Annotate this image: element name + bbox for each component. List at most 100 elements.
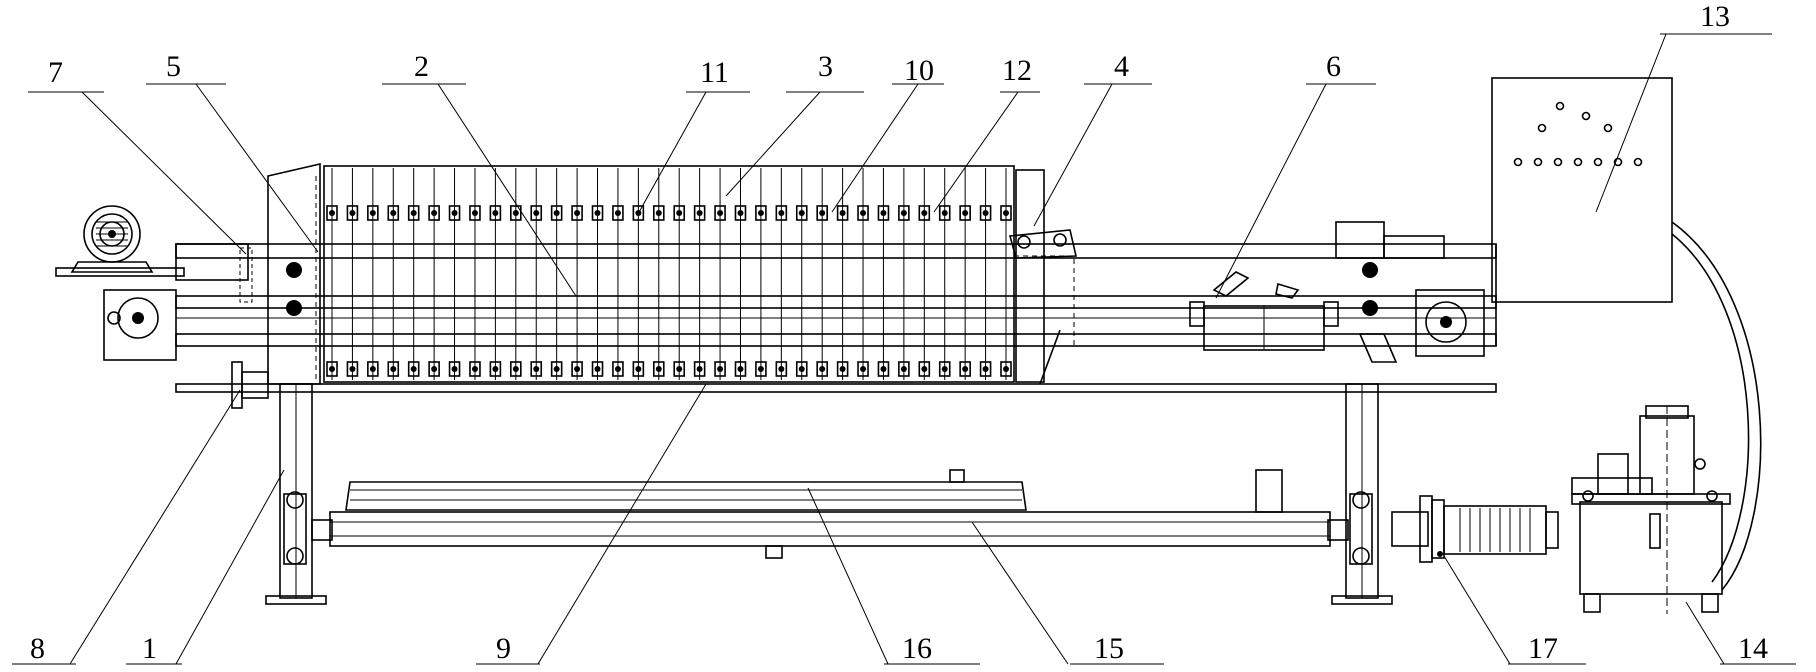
upper-plate-knob <box>614 210 621 216</box>
lower-plate-knob <box>655 366 662 372</box>
callout-7: 7 <box>48 56 63 89</box>
lower-plate-knob <box>757 366 764 372</box>
lower-plate-knob <box>635 366 642 372</box>
upper-plate-handle <box>816 205 828 221</box>
upper-plate-handle <box>346 205 359 221</box>
upper-plate-handle <box>1000 205 1012 221</box>
indicator-light <box>1553 157 1563 167</box>
upper-plate-knob <box>471 210 478 216</box>
upper-plate-knob <box>431 210 438 216</box>
callout-15: 15 <box>1094 632 1124 665</box>
callout-6: 6 <box>1326 50 1341 83</box>
upper-plate-handle <box>898 205 910 221</box>
indicator-light <box>1513 157 1523 167</box>
upper-plate-handle <box>836 205 849 221</box>
upper-plate-handle <box>775 205 788 221</box>
tail-plate <box>1008 169 1077 385</box>
upper-plate-handle <box>693 205 706 221</box>
lower-plate-handle <box>755 361 767 377</box>
lower-plate-knob <box>369 366 376 372</box>
lower-plate-handle <box>448 361 461 377</box>
lower-plate-handle <box>714 361 726 377</box>
callout-8: 8 <box>30 632 45 665</box>
lower-plate-handle <box>652 361 665 377</box>
callout-2: 2 <box>414 50 429 83</box>
upper-plate-handle <box>387 205 400 221</box>
lower-plate-handle <box>836 361 849 377</box>
lower-plate-knob <box>410 366 417 372</box>
upper-plate-handle <box>938 205 951 221</box>
right-drive <box>1335 221 1497 363</box>
lower-plate-handle <box>673 361 686 377</box>
lower-plate-knob <box>614 366 621 372</box>
upper-plate-knob <box>900 210 907 216</box>
callout-12: 12 <box>1002 54 1032 87</box>
head-plate <box>267 162 321 385</box>
lower-plate-knob <box>329 366 335 372</box>
lower-plate-knob <box>676 366 683 372</box>
upper-plate-knob <box>492 210 499 216</box>
callout-4: 4 <box>1114 50 1129 83</box>
lower-plate-knob <box>982 366 989 372</box>
upper-plate-knob <box>696 210 703 216</box>
lower-plate-handle <box>693 361 706 377</box>
lower-plate-handle <box>530 361 543 377</box>
lower-plate-knob <box>921 366 928 372</box>
lower-plate-knob <box>941 366 948 372</box>
plate-shifter <box>1189 271 1339 351</box>
upper-plate-handle <box>407 205 420 221</box>
upper-plate-handle <box>326 205 338 221</box>
lower-plate-knob <box>798 366 805 372</box>
lower-plate-handle <box>591 361 604 377</box>
upper-plate-knob <box>390 210 397 216</box>
indicator-light <box>1537 123 1547 133</box>
upper-plate-handle <box>489 205 502 221</box>
upper-plate-knob <box>369 210 376 216</box>
callout-17: 17 <box>1528 632 1558 665</box>
upper-plate-knob <box>1003 210 1009 216</box>
upper-plate-handle <box>714 205 726 221</box>
upper-plate-knob <box>860 210 867 216</box>
lower-plate-knob <box>962 366 969 372</box>
lower-plate-knob <box>717 366 724 372</box>
lower-plate-handle <box>877 361 890 377</box>
lower-plate-handle <box>428 361 440 377</box>
lower-plate-knob <box>492 366 499 372</box>
upper-plate-knob <box>778 210 785 216</box>
lower-plate-knob <box>1003 366 1009 372</box>
upper-plate-knob <box>798 210 805 216</box>
lower-plate-knob <box>737 366 744 372</box>
upper-plate-knob <box>329 210 335 216</box>
lower-plate-handle <box>612 361 624 377</box>
lower-plate-knob <box>349 366 356 372</box>
upper-plate-handle <box>959 205 971 221</box>
lower-plate-knob <box>900 366 907 372</box>
upper-plate-knob <box>962 210 969 216</box>
hydraulic-hose <box>1671 221 1762 591</box>
conveyor-motor <box>1391 495 1559 563</box>
screw-conveyor <box>311 469 1349 559</box>
left-motor <box>55 205 253 361</box>
callout-9: 9 <box>496 632 511 665</box>
upper-plate-knob <box>941 210 948 216</box>
callout-13: 13 <box>1700 0 1730 33</box>
upper-plate-handle <box>571 205 583 221</box>
lower-plate-knob <box>860 366 867 372</box>
upper-plate-knob <box>921 210 928 216</box>
upper-plate-knob <box>512 210 519 216</box>
lower-plate-knob <box>533 366 540 372</box>
upper-plate-knob <box>594 210 601 216</box>
indicator-light <box>1581 111 1591 121</box>
upper-plate-handle <box>857 205 869 221</box>
lower-plate-handle <box>407 361 420 377</box>
lower-plate-handle <box>469 361 481 377</box>
control-cabinet <box>1491 77 1673 303</box>
upper-plate-handle <box>877 205 890 221</box>
upper-plate-knob <box>349 210 356 216</box>
lower-plate-handle <box>367 361 379 377</box>
upper-plate-knob <box>655 210 662 216</box>
lower-plate-handle <box>857 361 869 377</box>
upper-plate-knob <box>451 210 458 216</box>
lower-plate-handle <box>979 361 992 377</box>
